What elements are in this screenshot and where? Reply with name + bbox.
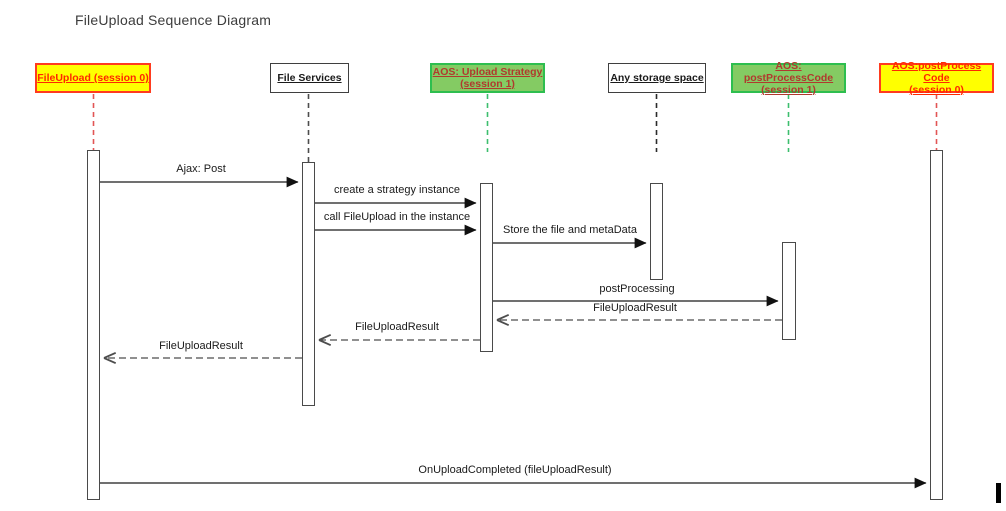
lifeline-header-file-services: File Services bbox=[270, 63, 349, 93]
lifeline-header-postprocess-code-s0: AOS:postProcess Code (session 0) bbox=[879, 60, 994, 96]
activation-bar-postprocess-code-s0 bbox=[930, 150, 943, 500]
activation-bar-upload-strategy bbox=[480, 183, 493, 352]
lifeline-header-postprocesscode: AOS: postProcessCode (session 1) bbox=[731, 60, 846, 96]
message-label-call-fileupload: call FileUpload in the instance bbox=[323, 211, 471, 223]
activation-bar-postprocesscode bbox=[782, 242, 796, 340]
text-cursor-artifact bbox=[996, 483, 1001, 503]
lifeline-header-fileupload: FileUpload (session 0) bbox=[35, 63, 151, 93]
lifeline-label: (session 0) bbox=[909, 84, 964, 96]
activation-bar-storage bbox=[650, 183, 663, 280]
message-label-fileuploadresult-1: FileUploadResult bbox=[593, 302, 677, 314]
lifeline-label: File Services bbox=[277, 72, 342, 84]
message-label-store-file: Store the file and metaData bbox=[503, 224, 637, 236]
lifeline-label: AOS:postProcess Code bbox=[891, 60, 982, 84]
message-label-postprocessing: postProcessing bbox=[599, 283, 675, 295]
lifeline-label: AOS: postProcessCode bbox=[743, 60, 834, 84]
message-label-create-strategy: create a strategy instance bbox=[334, 184, 460, 196]
lifeline-label: FileUpload (session 0) bbox=[37, 72, 149, 84]
lifeline-label: Any storage space bbox=[610, 72, 704, 84]
activation-bar-fileupload bbox=[87, 150, 100, 500]
message-label-ajax-post: Ajax: Post bbox=[176, 163, 226, 175]
lifeline-label: (session 1) bbox=[460, 78, 515, 90]
message-label-fileuploadresult-3: FileUploadResult bbox=[159, 340, 243, 352]
diagram-title: FileUpload Sequence Diagram bbox=[75, 12, 272, 28]
lifeline-header-storage: Any storage space bbox=[608, 63, 706, 93]
message-label-fileuploadresult-2: FileUploadResult bbox=[355, 321, 439, 333]
message-label-onuploadcompleted: OnUploadCompleted (fileUploadResult) bbox=[418, 464, 612, 476]
lifeline-label: (session 1) bbox=[761, 84, 816, 96]
activation-bar-file-services bbox=[302, 162, 315, 406]
lifeline-header-upload-strategy: AOS: Upload Strategy (session 1) bbox=[430, 63, 545, 93]
lifeline-label: AOS: Upload Strategy bbox=[432, 66, 543, 78]
